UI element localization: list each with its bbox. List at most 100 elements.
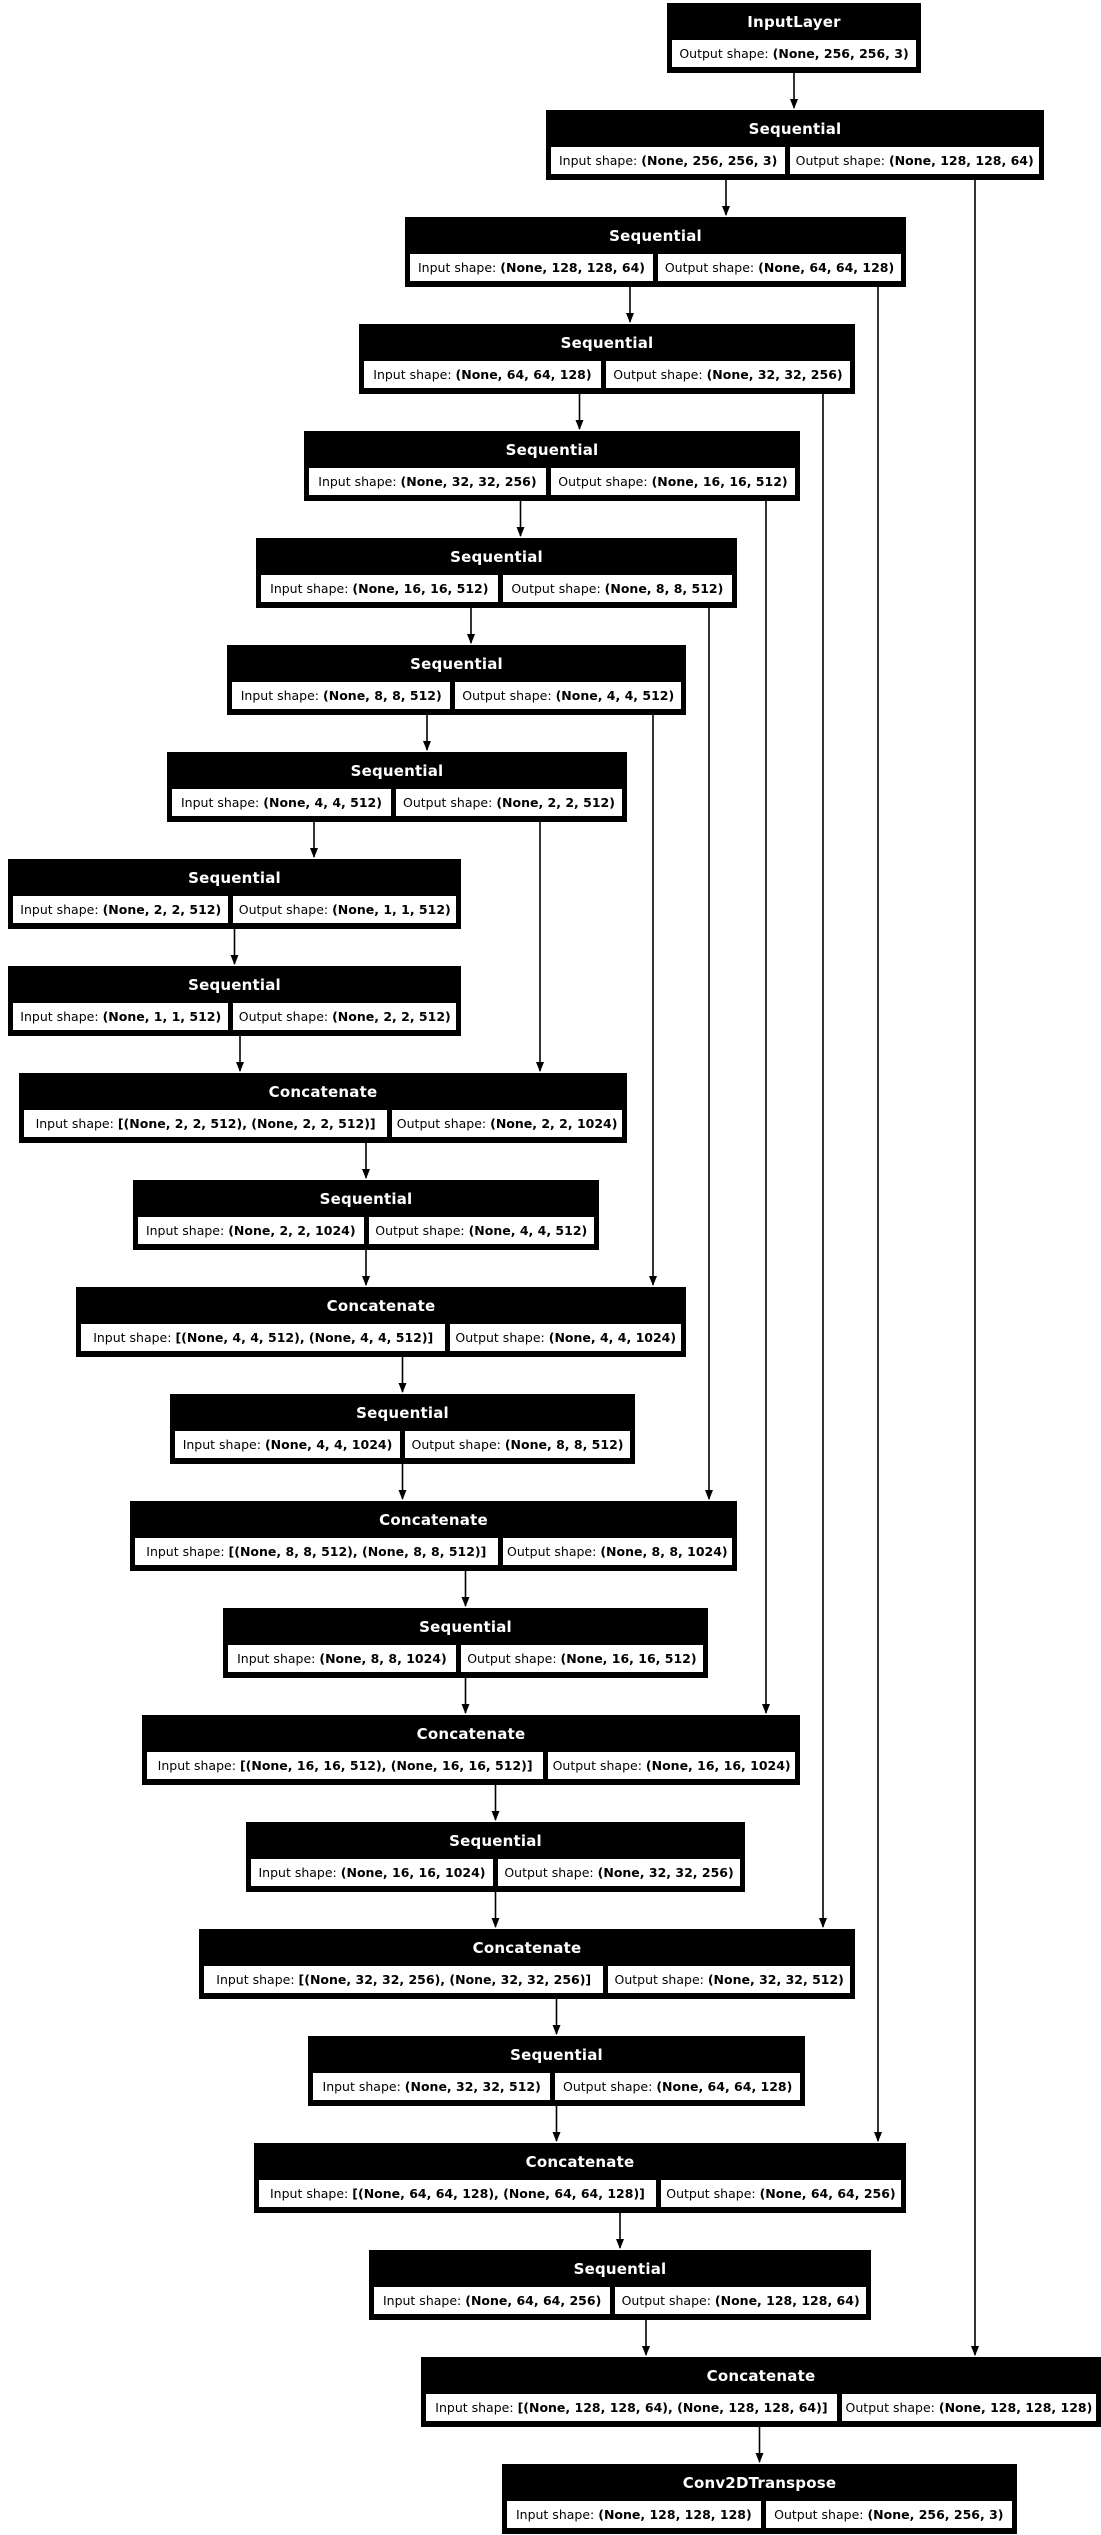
- output-shape-cell-label: Output shape:: [845, 2400, 935, 2415]
- input-shape-cell: Input shape:(None, 16, 16, 512): [260, 574, 499, 603]
- input-shape-cell-label: Input shape:: [435, 2400, 514, 2415]
- node-shape-cells: Input shape:[(None, 2, 2, 512), (None, 2…: [20, 1109, 626, 1141]
- output-shape-cell-label: Output shape:: [462, 688, 552, 703]
- node-shape-cells: Input shape:(None, 8, 8, 1024)Output sha…: [224, 1644, 707, 1676]
- output-shape-cell-value: (None, 256, 256, 3): [867, 2507, 1004, 2522]
- output-shape-cell: Output shape:(None, 32, 32, 256): [497, 1858, 741, 1887]
- output-shape-cell: Output shape:(None, 64, 64, 256): [659, 2179, 902, 2208]
- node-shape-cells: Input shape:[(None, 32, 32, 256), (None,…: [200, 1965, 854, 1997]
- output-shape-cell: Output shape:(None, 2, 2, 512): [232, 1002, 457, 1031]
- node-title: Concatenate: [472, 1938, 582, 1957]
- output-shape-cell: Output shape:(None, 16, 16, 512): [459, 1644, 704, 1673]
- node-title: Sequential: [609, 226, 702, 245]
- output-shape-cell-value: (None, 4, 4, 512): [555, 688, 675, 703]
- node-title: Concatenate: [416, 1724, 526, 1743]
- output-shape-cell-value: (None, 4, 4, 512): [468, 1223, 588, 1238]
- input-shape-cell-value: (None, 64, 64, 256): [465, 2293, 602, 2308]
- node-title: Sequential: [510, 2045, 603, 2064]
- input-shape-cell-value: (None, 4, 4, 1024): [264, 1437, 393, 1452]
- input-shape-cell: Input shape:(None, 32, 32, 256): [308, 467, 547, 496]
- node-shape-cells: Input shape:(None, 32, 32, 512)Output sh…: [309, 2072, 804, 2104]
- output-shape-cell: Output shape:(None, 128, 128, 64): [614, 2286, 867, 2315]
- node-shape-cells: Input shape:(None, 16, 16, 1024)Output s…: [247, 1858, 744, 1890]
- node-title: Concatenate: [379, 1510, 488, 1529]
- output-shape-cell-value: (None, 16, 16, 1024): [645, 1758, 791, 1773]
- output-shape-cell-label: Output shape:: [552, 1758, 642, 1773]
- input-shape-cell-label: Input shape:: [20, 902, 99, 917]
- output-shape-cell-label: Output shape:: [558, 474, 648, 489]
- node-shape-cells: Input shape:[(None, 128, 128, 64), (None…: [422, 2393, 1100, 2425]
- node-title: Sequential: [350, 761, 444, 780]
- node-title: Concatenate: [706, 2366, 816, 2385]
- input-shape-cell: Input shape:(None, 8, 8, 512): [231, 681, 452, 710]
- node-shape-cells: Input shape:(None, 16, 16, 512)Output sh…: [257, 574, 736, 606]
- input-shape-cell: Input shape:(None, 128, 128, 128): [506, 2500, 762, 2529]
- node-title: InputLayer: [747, 12, 841, 31]
- input-shape-cell: Input shape:[(None, 64, 64, 128), (None,…: [258, 2179, 657, 2208]
- node-shape-cells: Input shape:(None, 64, 64, 256)Output sh…: [370, 2286, 870, 2318]
- output-shape-cell-label: Output shape:: [506, 1544, 597, 1559]
- output-shape-cell: Output shape:(None, 16, 16, 512): [549, 467, 796, 496]
- output-shape-cell: Output shape:(None, 128, 128, 128): [840, 2393, 1097, 2422]
- input-shape-cell-label: Input shape:: [216, 1972, 295, 1987]
- node-shape-cells: Input shape:(None, 1, 1, 512)Output shap…: [9, 1002, 460, 1034]
- input-shape-cell-label: Input shape:: [145, 1223, 225, 1238]
- input-shape-cell: Input shape:[(None, 2, 2, 512), (None, 2…: [23, 1109, 389, 1138]
- output-shape-cell-value: (None, 64, 64, 256): [759, 2186, 896, 2201]
- input-shape-cell: Input shape:(None, 2, 2, 1024): [137, 1216, 365, 1245]
- node-shape-cells: Input shape:(None, 32, 32, 256)Output sh…: [305, 467, 799, 499]
- input-shape-cell-value: [(None, 64, 64, 128), (None, 64, 64, 128…: [352, 2186, 645, 2201]
- output-shape-cell: Output shape:(None, 32, 32, 512): [607, 1965, 851, 1994]
- input-shape-cell-label: Input shape:: [181, 795, 260, 810]
- output-shape-cell: Output shape:(None, 2, 2, 512): [394, 788, 623, 817]
- output-shape-cell: Output shape:(None, 256, 256, 3): [764, 2500, 1013, 2529]
- output-shape-cell-value: (None, 16, 16, 512): [560, 1651, 697, 1666]
- output-shape-cell-value: (None, 32, 32, 256): [706, 367, 843, 382]
- input-shape-cell-value: (None, 16, 16, 512): [352, 581, 489, 596]
- input-shape-cell: Input shape:(None, 128, 128, 64): [409, 253, 654, 282]
- input-shape-cell: Input shape:(None, 8, 8, 1024): [227, 1644, 457, 1673]
- node-title: Concatenate: [525, 2152, 635, 2171]
- output-shape-cell: Output shape:(None, 64, 64, 128): [554, 2072, 801, 2101]
- output-shape-cell-value: (None, 128, 128, 64): [888, 153, 1034, 168]
- node-title: Concatenate: [268, 1082, 378, 1101]
- output-shape-cell-value: (None, 8, 8, 512): [604, 581, 724, 596]
- output-shape-cell: Output shape:(None, 8, 8, 1024): [501, 1537, 733, 1566]
- input-shape-cell-value: [(None, 8, 8, 512), (None, 8, 8, 512)]: [228, 1544, 487, 1559]
- node-title: Sequential: [573, 2259, 667, 2278]
- input-shape-cell: Input shape:(None, 4, 4, 512): [171, 788, 392, 817]
- node-title: Sequential: [419, 1617, 512, 1636]
- input-shape-cell-value: (None, 8, 8, 1024): [319, 1651, 447, 1666]
- input-shape-cell-value: (None, 64, 64, 128): [455, 367, 592, 382]
- output-shape-cell-value: (None, 8, 8, 512): [504, 1437, 624, 1452]
- input-shape-cell-label: Input shape:: [35, 1116, 114, 1131]
- input-shape-cell: Input shape:[(None, 8, 8, 512), (None, 8…: [134, 1537, 499, 1566]
- node-title: Sequential: [560, 333, 654, 352]
- input-shape-cell-value: (None, 128, 128, 64): [500, 260, 645, 275]
- output-shape-cell-label: Output shape:: [562, 2079, 653, 2094]
- node-shape-cells: Input shape:(None, 64, 64, 128)Output sh…: [360, 360, 854, 392]
- node-title: Concatenate: [326, 1296, 436, 1315]
- input-shape-cell: Input shape:[(None, 4, 4, 512), (None, 4…: [80, 1323, 447, 1352]
- output-shape-cell-value: (None, 2, 2, 512): [496, 795, 615, 810]
- input-shape-cell-label: Input shape:: [417, 260, 497, 275]
- node-title: Sequential: [356, 1403, 449, 1422]
- input-shape-cell: Input shape:(None, 32, 32, 512): [312, 2072, 552, 2101]
- node-shape-cells: Input shape:(None, 4, 4, 1024)Output sha…: [171, 1430, 634, 1462]
- node-shape-cells: Input shape:(None, 2, 2, 1024)Output sha…: [134, 1216, 598, 1248]
- output-shape-cell-label: Output shape:: [504, 1865, 594, 1880]
